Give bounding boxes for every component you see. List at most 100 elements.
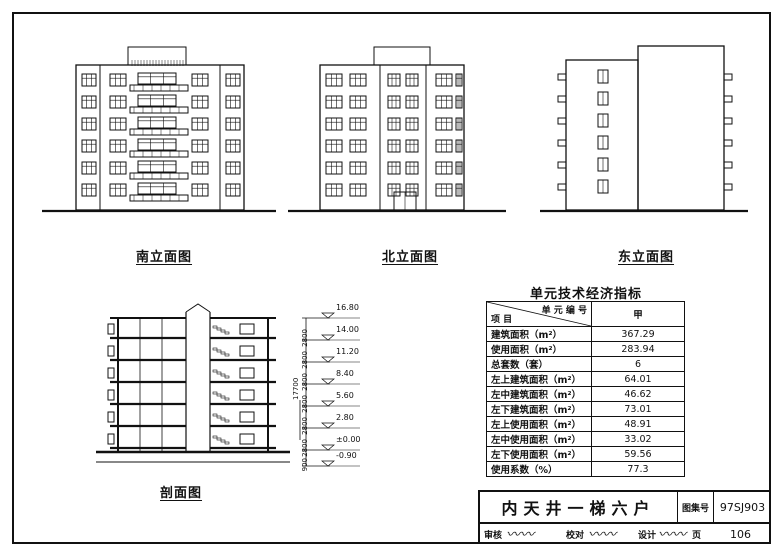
stair-step	[216, 327, 222, 331]
window	[349, 139, 367, 153]
level-mark	[321, 356, 335, 363]
title-block: 内天井一梯六户 图集号 97SJ903 审核 〰〰 校对 〰〰 设计 〰〰 页 …	[478, 490, 771, 544]
row-label: 左上使用面积（m²）	[486, 416, 592, 432]
table-row: 左上使用面积（m²）48.91	[486, 416, 685, 432]
row-value: 6	[591, 356, 685, 372]
design-signature: 〰〰	[658, 527, 686, 543]
table-header-diagonal: 单 元 编 号 项 目	[486, 301, 592, 327]
spacing-value: 900	[301, 458, 309, 471]
window	[109, 95, 127, 109]
row-label: 使用系数（%）	[486, 461, 592, 477]
balcony	[129, 194, 189, 202]
balcony	[129, 106, 189, 114]
spacing-value: 2800	[301, 395, 309, 413]
window	[137, 160, 177, 173]
window	[191, 73, 209, 87]
window	[81, 95, 97, 109]
drawing-frame	[12, 12, 771, 544]
level-mark	[321, 378, 335, 385]
stair-step	[224, 397, 230, 401]
stair-step	[216, 415, 222, 419]
window	[435, 95, 453, 109]
row-value: 77.3	[591, 461, 685, 477]
roof-gable	[185, 303, 211, 313]
table-row: 建筑面积（m²）367.29	[486, 326, 685, 342]
row-label: 左中使用面积（m²）	[486, 431, 592, 447]
row-value: 64.01	[591, 371, 685, 387]
window	[81, 183, 97, 197]
stair-step	[212, 413, 218, 417]
window	[349, 183, 367, 197]
balcony-edge	[557, 183, 567, 191]
balcony-edge	[723, 117, 733, 125]
row-label: 使用面积（m²）	[486, 341, 592, 357]
window	[325, 161, 343, 175]
spacing-value: 2800	[301, 439, 309, 457]
table-row: 左中建筑面积（m²）46.62	[486, 386, 685, 402]
row-value: 48.91	[591, 416, 685, 432]
window	[455, 161, 463, 175]
stair-step	[224, 353, 230, 357]
balcony-edge	[723, 183, 733, 191]
balcony-edge	[557, 73, 567, 81]
table-row: 左上建筑面积（m²）64.01	[486, 371, 685, 387]
table-row: 使用系数（%）77.3	[486, 461, 685, 477]
section-window	[239, 411, 255, 423]
spacing-value: 2800	[301, 417, 309, 435]
window	[109, 117, 127, 131]
window	[387, 139, 401, 153]
window	[225, 161, 241, 175]
table-row: 左下建筑面积（m²）73.01	[486, 401, 685, 417]
window	[137, 138, 177, 151]
spacing-value: 2800	[301, 351, 309, 369]
stair-step	[216, 371, 222, 375]
side-wall-right	[637, 45, 725, 211]
north-elevation	[288, 46, 506, 213]
window	[225, 183, 241, 197]
balcony	[129, 84, 189, 92]
row-label: 左中建筑面积（m²）	[486, 386, 592, 402]
window	[455, 95, 463, 109]
window	[405, 117, 419, 131]
section-window	[107, 433, 115, 445]
window	[325, 73, 343, 87]
window	[405, 183, 419, 197]
window	[109, 161, 127, 175]
balcony	[129, 150, 189, 158]
table-header-row: 单 元 编 号 项 目 甲	[486, 301, 685, 327]
window	[81, 139, 97, 153]
window	[137, 116, 177, 129]
section-label: 剖面图	[160, 486, 203, 501]
window	[435, 73, 453, 87]
facade-outline	[75, 64, 245, 211]
east-elevation-label: 东立面图	[618, 250, 675, 265]
spacing-value: 2800	[301, 373, 309, 391]
review-signature: 〰〰	[506, 527, 534, 543]
window	[109, 183, 127, 197]
level-value: -0.90	[336, 451, 357, 460]
table-row: 左下使用面积（m²）59.56	[486, 446, 685, 462]
section-window	[239, 367, 255, 379]
atlas-number: 97SJ903	[714, 490, 771, 524]
stair-step	[212, 325, 218, 329]
window	[325, 117, 343, 131]
stair-step	[216, 393, 222, 397]
level-mark	[321, 444, 335, 451]
stair-step	[212, 347, 218, 351]
window	[325, 139, 343, 153]
level-value: 14.00	[336, 325, 359, 334]
window	[191, 183, 209, 197]
window	[81, 161, 97, 175]
window	[325, 183, 343, 197]
stair-step	[220, 439, 226, 443]
check-signature: 〰〰	[588, 527, 616, 543]
window	[191, 117, 209, 131]
section-drawing	[96, 303, 290, 463]
window	[405, 73, 419, 87]
stair-step	[220, 395, 226, 399]
south-elevation	[42, 46, 276, 213]
check-label: 校对	[566, 531, 585, 541]
section-window	[107, 389, 115, 401]
